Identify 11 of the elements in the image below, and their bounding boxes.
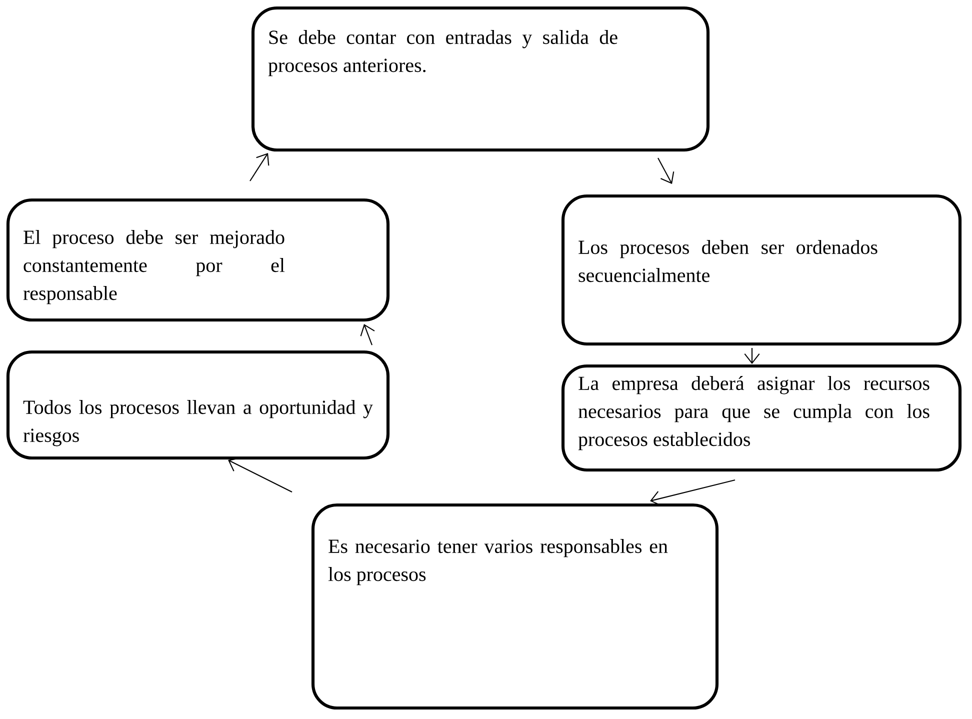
arrow: [658, 158, 674, 184]
process-box: Los procesos deben ser ordenados secuencialmente: [561, 194, 962, 346]
process-box: Todos los procesos llevan a oportunidad y riesgos: [6, 350, 390, 460]
arrow: [228, 457, 292, 492]
arrow: [360, 324, 375, 346]
process-box: La empresa deberá asignar los recursos necesarios para que se cumpla con los procesos establecidos: [561, 364, 962, 472]
process-box: El proceso debe ser mejorado constantemente por el responsable: [6, 198, 390, 322]
process-box: Se debe contar con entradas y salida de procesos anteriores.: [251, 6, 710, 152]
process-box: Es necesario tener varios responsables en los procesos: [311, 503, 719, 710]
arrow: [250, 153, 270, 182]
arrow: [650, 480, 736, 506]
